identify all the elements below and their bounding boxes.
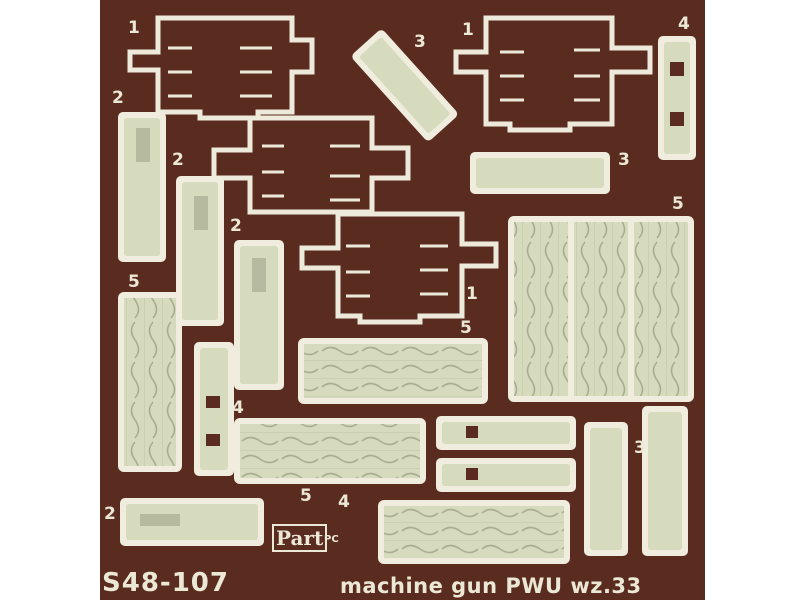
part-number-label: 2	[172, 150, 184, 170]
part-number-label: 4	[338, 492, 350, 512]
part-number-label: 4	[232, 398, 244, 418]
part-4-strip-a	[658, 36, 696, 160]
part-number-label: 5	[300, 486, 312, 506]
part-5-belt-top	[298, 338, 488, 404]
part-3-bracket-b	[470, 152, 610, 194]
part-3-bracket-d	[642, 406, 688, 556]
part-4-strip-b	[194, 342, 234, 476]
part-number-label: 3	[634, 438, 646, 458]
part-number-label: 5	[128, 272, 140, 292]
part-1-frame-d	[299, 211, 499, 325]
part-2-plate-a	[118, 112, 166, 262]
part-number-label: 1	[462, 20, 474, 40]
part-4-strip-c	[436, 416, 576, 450]
part-number-label: 5	[672, 194, 684, 214]
part-4-strip-d	[436, 458, 576, 492]
part-1-frame-b	[453, 15, 653, 133]
part-number-label: 4	[678, 14, 690, 34]
part-number-label: 3	[618, 150, 630, 170]
part-3-bracket-a	[352, 30, 458, 141]
part-5-belt-middle	[234, 418, 426, 484]
brand-sub: PC	[324, 534, 339, 545]
part-2-plate-d	[120, 498, 264, 546]
part-number-label: 3	[414, 32, 426, 52]
part-number-label: 1	[128, 18, 140, 38]
part-number-label: 2	[230, 216, 242, 236]
part-3-bracket-c	[584, 422, 628, 556]
part-number-label: 1	[466, 284, 478, 304]
part-2-plate-b	[176, 176, 224, 326]
part-2-plate-c	[234, 240, 284, 390]
part-number-label: 2	[104, 504, 116, 524]
part-5-belt-bottom	[378, 500, 570, 564]
brand-mark: Part	[272, 524, 328, 552]
product-title: machine gun PWU wz.33	[340, 574, 642, 598]
brand-logo: Part PC	[268, 522, 348, 568]
part-number-label: 2	[112, 88, 124, 108]
part-5-belt-grid	[508, 216, 694, 402]
product-code: S48-107	[102, 568, 229, 598]
part-5-belt-vertical	[118, 292, 182, 472]
part-number-label: 5	[460, 318, 472, 338]
